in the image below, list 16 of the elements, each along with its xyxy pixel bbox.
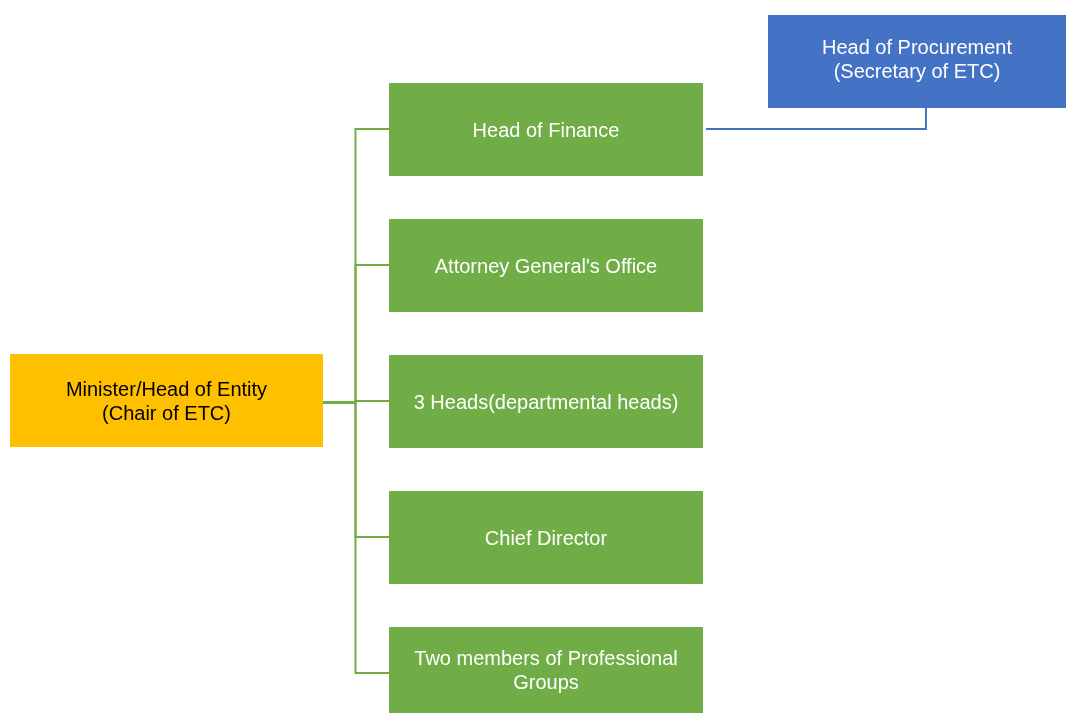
member-box: [389, 219, 703, 312]
box-label: Two members of Professional Groups: [413, 646, 679, 694]
chair-box: [10, 354, 323, 447]
box-label: Minister/Head of Entity (Chair of ETC): [64, 376, 269, 425]
box-label: Chief Director: [484, 525, 608, 550]
box-label: Attorney General's Office: [434, 253, 658, 278]
member-box: [389, 491, 703, 584]
secretary-box: [768, 15, 1066, 108]
member-box: [389, 627, 703, 713]
box-label: Head of Procurement (Secretary of ETC): [820, 35, 1014, 83]
connector-line: [705, 107, 927, 130]
member-box: [389, 83, 703, 176]
member-box: [389, 355, 703, 448]
box-label: 3 Heads(departmental heads): [413, 389, 679, 414]
box-label: Head of Finance: [472, 117, 620, 142]
connector-line: [322, 401, 390, 674]
